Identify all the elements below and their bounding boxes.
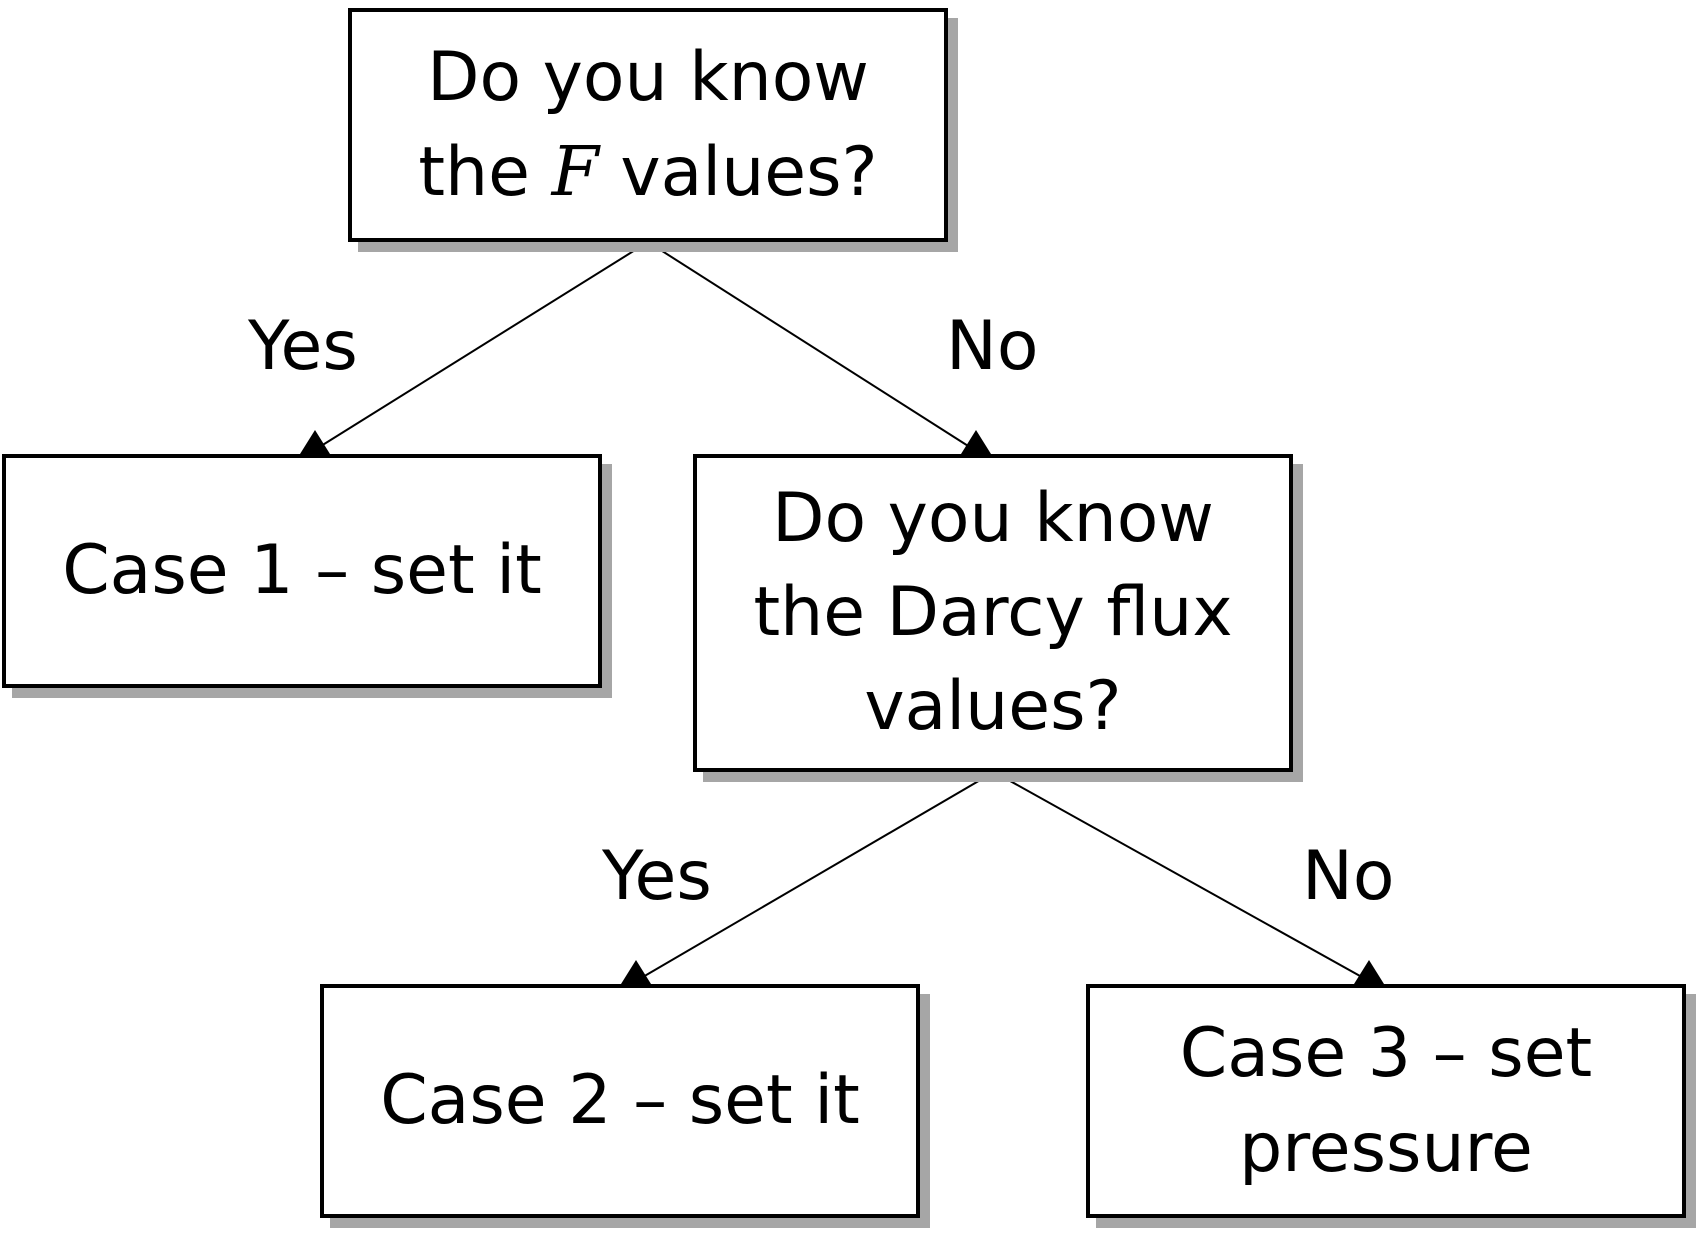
case-2-box: Case 2 – set it	[320, 984, 920, 1218]
question-darcy-flux-line3: values?	[864, 666, 1122, 746]
question-f-values-the: the	[418, 133, 530, 212]
question-darcy-flux-line2: the Darcy flux	[753, 573, 1233, 653]
arrowhead-case2	[621, 960, 651, 984]
case-2-label: Case 2 – set it	[380, 1061, 860, 1141]
edge-label-yes-2: Yes	[602, 837, 712, 916]
arrowhead-case1	[300, 430, 330, 454]
variable-f: F	[551, 133, 599, 212]
edge-label-no-1: No	[946, 307, 1039, 386]
question-f-values-line1: Do you know	[427, 37, 869, 117]
question-darcy-flux: Do you know the Darcy flux values?	[693, 454, 1293, 772]
question-f-values-values: values?	[620, 133, 878, 212]
question-darcy-flux-line1: Do you know	[772, 479, 1214, 559]
edge-q1-to-q2	[647, 241, 977, 452]
case-3-line2: pressure	[1239, 1109, 1533, 1188]
case-3-line1: Case 3 – set	[1179, 1013, 1593, 1093]
question-f-values-line2: the F values?	[418, 125, 877, 220]
edge-label-no-2: No	[1302, 837, 1395, 916]
case-1-box: Case 1 – set it	[2, 454, 602, 688]
edge-q1-to-case1	[312, 241, 649, 452]
edge-q2-to-case3	[993, 771, 1370, 982]
case-1-label: Case 1 – set it	[62, 531, 542, 611]
arrowhead-q2	[961, 430, 991, 454]
case-3-box: Case 3 – set pressure	[1086, 984, 1686, 1218]
edge-q2-to-case2	[635, 771, 995, 982]
edge-label-yes-1: Yes	[248, 307, 358, 386]
question-f-values: Do you know the F values?	[348, 8, 948, 242]
arrowhead-case3	[1354, 960, 1384, 984]
